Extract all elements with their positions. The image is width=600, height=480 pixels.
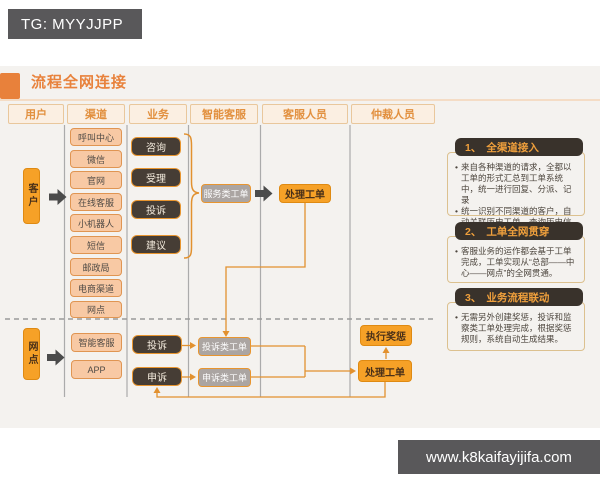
note-text: 客服业务的运作都会基于工单完成，工单实现从“总部——中心——网点”的全网贯通。	[460, 246, 575, 279]
channel-item: 短信	[70, 236, 122, 254]
service-ticket-box: 服务类工单	[201, 184, 251, 203]
bullet-icon: •	[455, 162, 458, 172]
complaint-ticket-box: 投诉类工单	[198, 337, 251, 356]
note-header-3: 3、业务流程联动	[455, 288, 583, 306]
channel-item: 在线客服	[70, 193, 122, 211]
note-bullet: •来自各种渠道的请求，全都以工单的形式汇总到工单系统中，统一进行回复、分派、记录	[455, 162, 579, 206]
handle-ticket-box-bottom: 处理工单	[358, 360, 412, 382]
bullet-icon: •	[455, 206, 458, 217]
handle-ticket-box-top: 处理工单	[279, 184, 331, 203]
note-number: 2、	[465, 225, 482, 238]
note-bullet: •无需另外创建奖惩，投诉和监察类工单处理完成，根据奖惩规则，系统自动生成结果。	[455, 312, 579, 345]
note-header-1: 1、全渠道接入	[455, 138, 583, 156]
note-number: 3、	[465, 291, 482, 304]
tg-badge: TG: MYYJJPP	[8, 9, 142, 39]
page-title: 流程全网连接	[31, 74, 128, 91]
lane-header-agents: 客服人员	[262, 104, 348, 124]
note-body-3: •无需另外创建奖惩，投诉和监察类工单处理完成，根据奖惩规则，系统自动生成结果。	[447, 302, 585, 351]
business-item: 受理	[131, 168, 181, 187]
lane-header-arbitrators: 仲裁人员	[351, 104, 435, 124]
lane-header-smart-service: 智能客服	[190, 104, 258, 124]
business-item: 建议	[131, 235, 181, 254]
channel-item: 微信	[70, 150, 122, 168]
note-body-2: •客服业务的运作都会基于工单完成，工单实现从“总部——中心——网点”的全网贯通。	[447, 236, 585, 283]
customer-label: 客户	[26, 183, 37, 209]
channel-item: 官网	[70, 171, 122, 189]
appeal-ticket-box: 申诉类工单	[198, 368, 251, 387]
business-item: 投诉	[131, 200, 181, 219]
execute-reward-box: 执行奖惩	[360, 325, 412, 346]
lane-header-business: 业务	[129, 104, 187, 124]
note-number: 1、	[465, 141, 482, 154]
business-item: 咨询	[131, 137, 181, 156]
channel-item: 智能客服	[71, 333, 122, 352]
bullet-icon: •	[455, 246, 458, 256]
bullet-icon: •	[455, 312, 458, 322]
channel-item: 邮政局	[70, 258, 122, 276]
note-title: 全渠道接入	[486, 141, 539, 154]
lane-header-user: 用户	[8, 104, 64, 124]
lane-header-channel: 渠道	[67, 104, 125, 124]
note-text: 无需另外创建奖惩，投诉和监察类工单处理完成，根据奖惩规则，系统自动生成结果。	[460, 312, 572, 345]
branch-box: 网点	[23, 328, 40, 380]
title-accent-square	[0, 73, 20, 99]
footer-url[interactable]: www.k8kaifayijifa.com	[398, 440, 600, 474]
note-header-2: 2、工单全网贯穿	[455, 222, 583, 240]
channel-item: 电商渠道	[70, 279, 122, 297]
note-bullet: •客服业务的运作都会基于工单完成，工单实现从“总部——中心——网点”的全网贯通。	[455, 246, 579, 279]
channel-item: 小机器人	[70, 214, 122, 232]
note-body-1: •来自各种渠道的请求，全都以工单的形式汇总到工单系统中，统一进行回复、分派、记录…	[447, 152, 585, 238]
branch-label: 网点	[26, 341, 37, 367]
business-item: 投诉	[132, 335, 182, 354]
channel-item: APP	[71, 360, 122, 379]
business-item: 申诉	[132, 367, 182, 386]
note-title: 业务流程联动	[486, 291, 550, 304]
note-text: 来自各种渠道的请求，全都以工单的形式汇总到工单系统中，统一进行回复、分派、记录	[460, 162, 572, 206]
customer-box: 客户	[23, 168, 40, 224]
channel-item: 呼叫中心	[70, 128, 122, 146]
note-title: 工单全网贯穿	[486, 225, 550, 238]
channel-item: 网点	[70, 301, 122, 318]
